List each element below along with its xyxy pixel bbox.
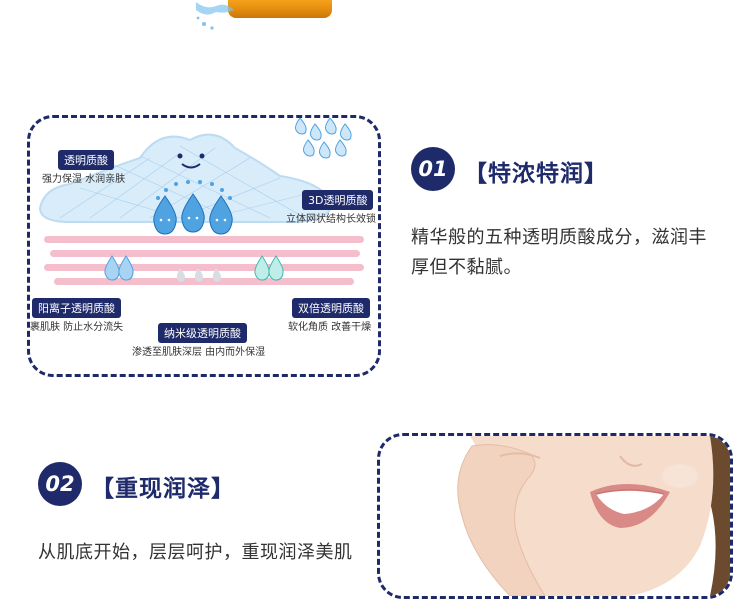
label-double-hyaluronic-acid-desc: 软化角质 改善干燥 — [288, 322, 372, 333]
water-splash-decoration — [196, 2, 234, 30]
feature-description: 从肌底开始，层层呵护，重现润泽美肌 — [38, 542, 353, 563]
moisture-cloud — [38, 133, 332, 223]
molecule-icon — [295, 118, 352, 159]
hyaluronic-diagram-panel: 透明质酸 强力保湿 水润亲肤 3D透明质酸 立体网状结构长效锁 阳离子透明质酸 … — [27, 115, 381, 377]
feature-description: 精华般的五种透明质酸成分，滋润丰厚但不黏腻。 — [411, 227, 707, 278]
feature-number-badge: 02 — [38, 462, 82, 506]
label-double-hyaluronic-acid: 双倍透明质酸 — [292, 298, 370, 318]
label-hyaluronic-acid-desc: 强力保湿 水润亲肤 — [42, 174, 126, 185]
label-cationic-hyaluronic-acid-desc: 裹肌肤 防止水分流失 — [30, 322, 124, 333]
portrait-panel — [377, 433, 733, 599]
smiling-woman-image — [457, 436, 730, 596]
label-nano-hyaluronic-acid: 纳米级透明质酸 — [158, 323, 247, 343]
label-3d-hyaluronic-acid: 3D透明质酸 — [302, 190, 374, 210]
label-cationic-hyaluronic-acid: 阳离子透明质酸 — [32, 298, 121, 318]
feature-title: 【特浓特润】 — [464, 161, 608, 187]
feature-number-badge: 01 — [411, 147, 455, 191]
label-3d-hyaluronic-acid-desc: 立体网状结构长效锁 — [286, 214, 376, 225]
water-drop-icon — [104, 255, 284, 281]
product-bottle-top — [228, 0, 332, 18]
label-nano-hyaluronic-acid-desc: 渗透至肌肤深层 由内而外保湿 — [132, 347, 266, 358]
feature-title: 【重现润泽】 — [91, 476, 235, 502]
skin-layers-diagram — [38, 118, 364, 285]
label-hyaluronic-acid: 透明质酸 — [58, 150, 114, 170]
water-drop-icon — [153, 193, 233, 235]
